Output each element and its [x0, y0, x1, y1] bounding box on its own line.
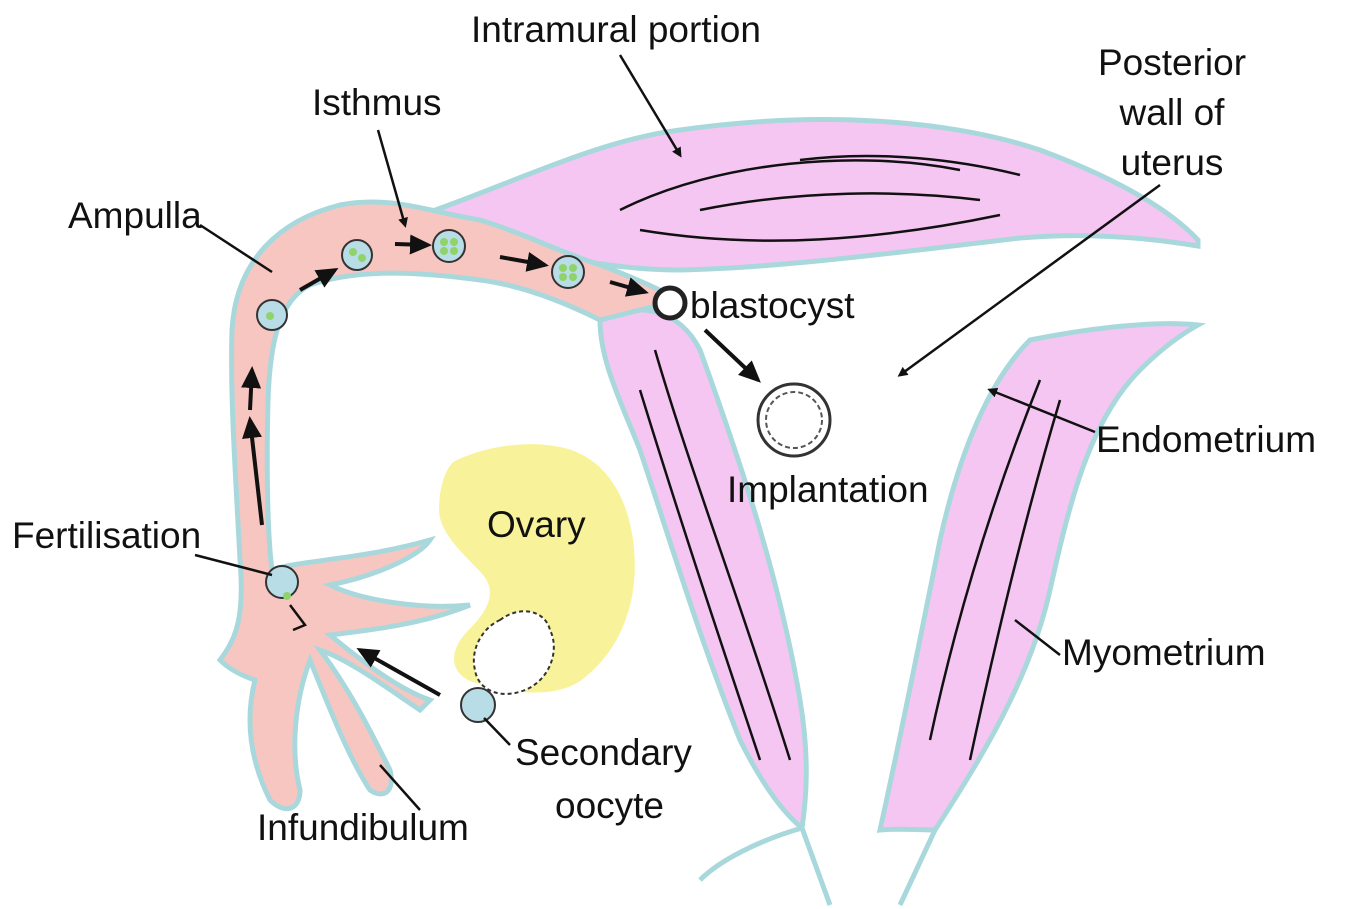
secondary-oocyte-cell — [461, 688, 495, 722]
label-fertilisation: Fertilisation — [12, 515, 201, 556]
label-blastocyst: blastocyst — [690, 285, 855, 326]
label-posterior-1: Posterior — [1098, 42, 1246, 83]
blastocyst-cell — [655, 288, 685, 318]
four-cell-embryo — [342, 240, 372, 270]
label-isthmus: Isthmus — [312, 82, 442, 123]
label-ampulla: Ampulla — [68, 195, 202, 236]
cervix-outline — [900, 830, 935, 905]
label-posterior-2: wall of — [1119, 92, 1226, 133]
label-secondary-1: Secondary — [515, 732, 692, 773]
cervix-outline — [700, 828, 830, 905]
eight-cell-embryo — [433, 230, 465, 262]
label-intramural: Intramural portion — [471, 9, 761, 50]
movement-arrow — [250, 370, 252, 410]
label-secondary-2: oocyte — [555, 785, 664, 826]
morula — [552, 256, 584, 288]
uterus-right-wall — [880, 324, 1198, 830]
label-implantation: Implantation — [727, 469, 929, 510]
label-posterior-3: uterus — [1121, 142, 1224, 183]
label-ovary: Ovary — [487, 504, 586, 545]
movement-arrow — [395, 244, 428, 245]
label-myometrium: Myometrium — [1062, 632, 1266, 673]
label-infundibulum: Infundibulum — [257, 807, 469, 848]
two-cell-embryo — [257, 300, 287, 330]
label-endometrium: Endometrium — [1096, 419, 1316, 460]
implanting-blastocyst — [758, 384, 830, 456]
movement-arrow — [705, 330, 758, 380]
pointer-secondary-oocyte — [484, 718, 510, 745]
